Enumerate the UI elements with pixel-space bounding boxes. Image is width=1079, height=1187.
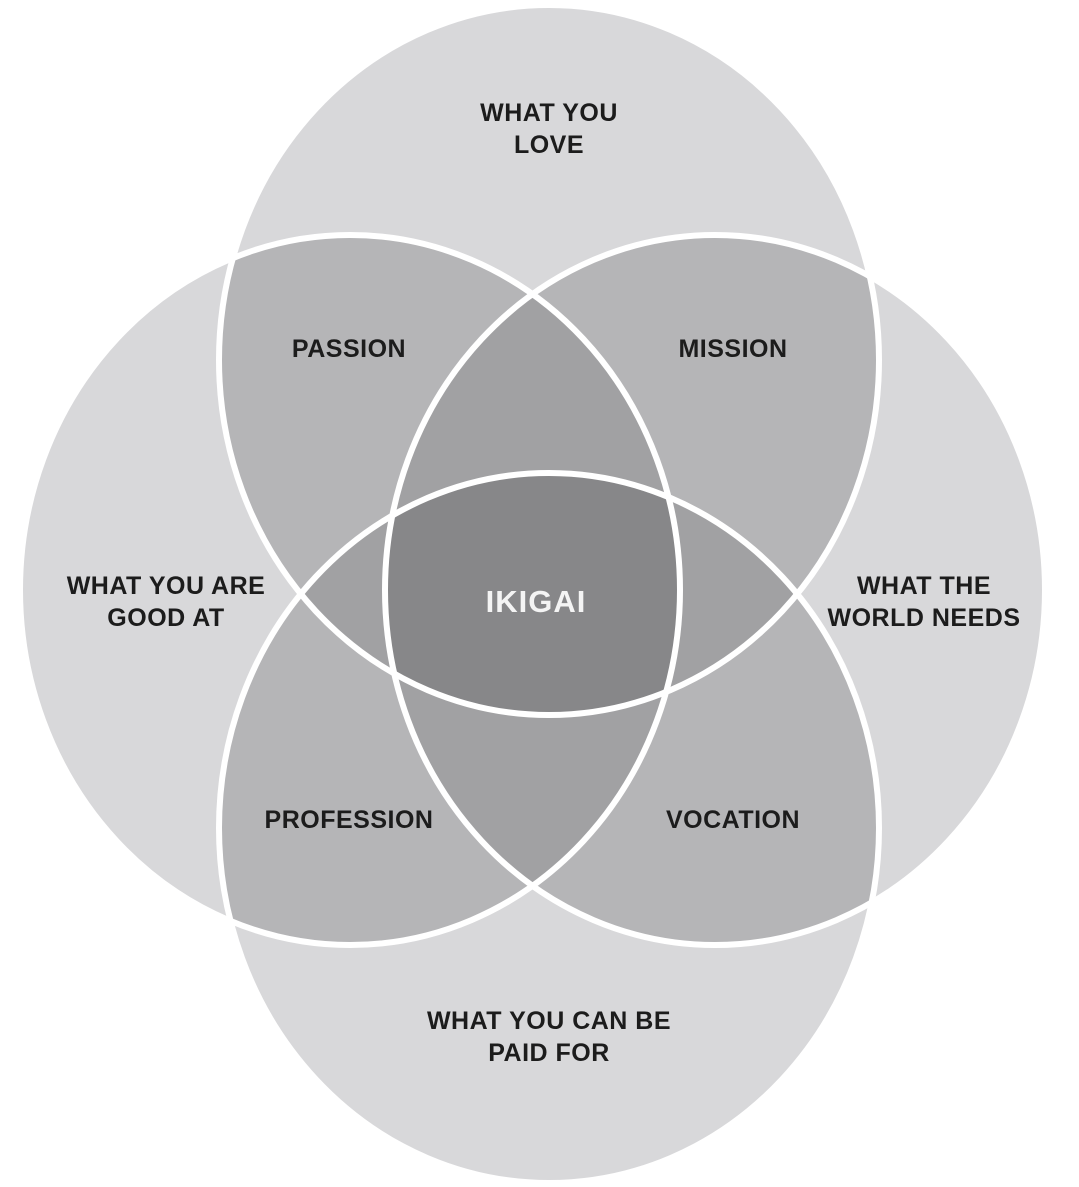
label-ikigai: IKIGAI xyxy=(486,584,587,619)
labels: WHAT YOU LOVE WHAT YOU ARE GOOD AT WHAT … xyxy=(67,99,1021,1067)
label-profession: PROFESSION xyxy=(265,806,434,834)
label-passion: PASSION xyxy=(292,335,406,363)
label-vocation: VOCATION xyxy=(666,806,800,834)
label-paid-for-line1: WHAT YOU CAN BE xyxy=(427,1007,671,1035)
label-world-needs-line2: WORLD NEEDS xyxy=(828,604,1021,632)
label-love-line1: WHAT YOU xyxy=(480,99,618,127)
label-mission: MISSION xyxy=(678,335,787,363)
label-love-line2: LOVE xyxy=(514,131,584,159)
label-good-at-line1: WHAT YOU ARE xyxy=(67,572,266,600)
label-good-at-line2: GOOD AT xyxy=(107,604,224,632)
label-paid-for-line2: PAID FOR xyxy=(488,1039,610,1067)
label-world-needs-line1: WHAT THE xyxy=(857,572,991,600)
